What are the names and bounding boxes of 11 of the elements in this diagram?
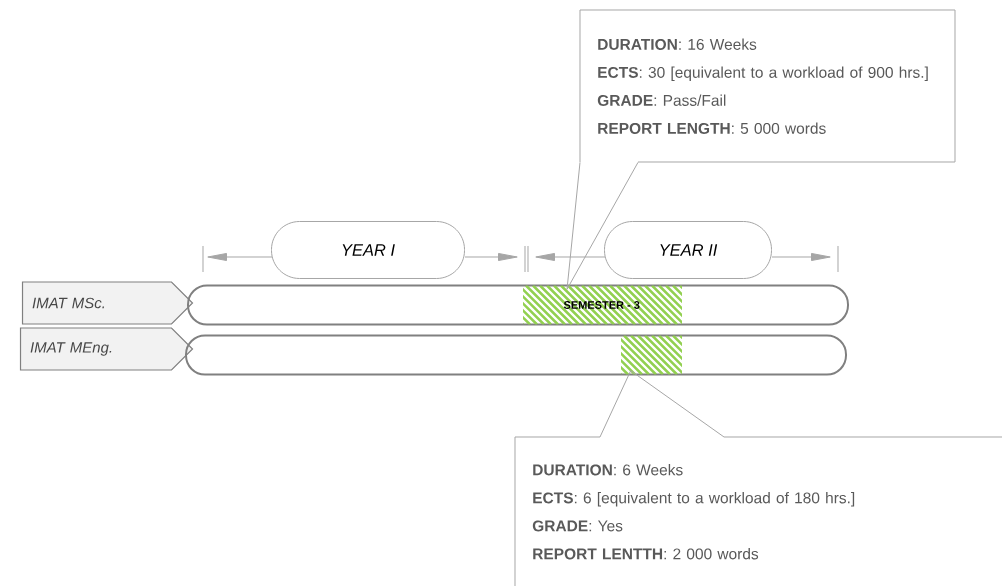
timeline-bar (185, 334, 847, 376)
semester-block (621, 335, 682, 375)
year-label: YEAR II (604, 221, 772, 279)
program-tag: IMAT MEng. (19, 327, 194, 371)
callout-box: DURATION: 6 Weeks ECTS: 6 [equivalent to a workload of 180 hrs.] GRADE: Yes REPORT LENTTH: 2 000 words (514, 436, 1002, 586)
callout-box: DURATION: 16 Weeks ECTS: 30 [equivalent to a workload of 900 hrs.] GRADE: Pass/Fail REPORT LENGTH: 5 000 words (579, 9, 956, 163)
year-label: YEAR I (271, 221, 465, 279)
timeline-bar (187, 284, 849, 326)
callout-pointer (599, 370, 725, 438)
program-tag: IMAT MSc. (21, 281, 194, 325)
callout-pointer (566, 161, 639, 290)
